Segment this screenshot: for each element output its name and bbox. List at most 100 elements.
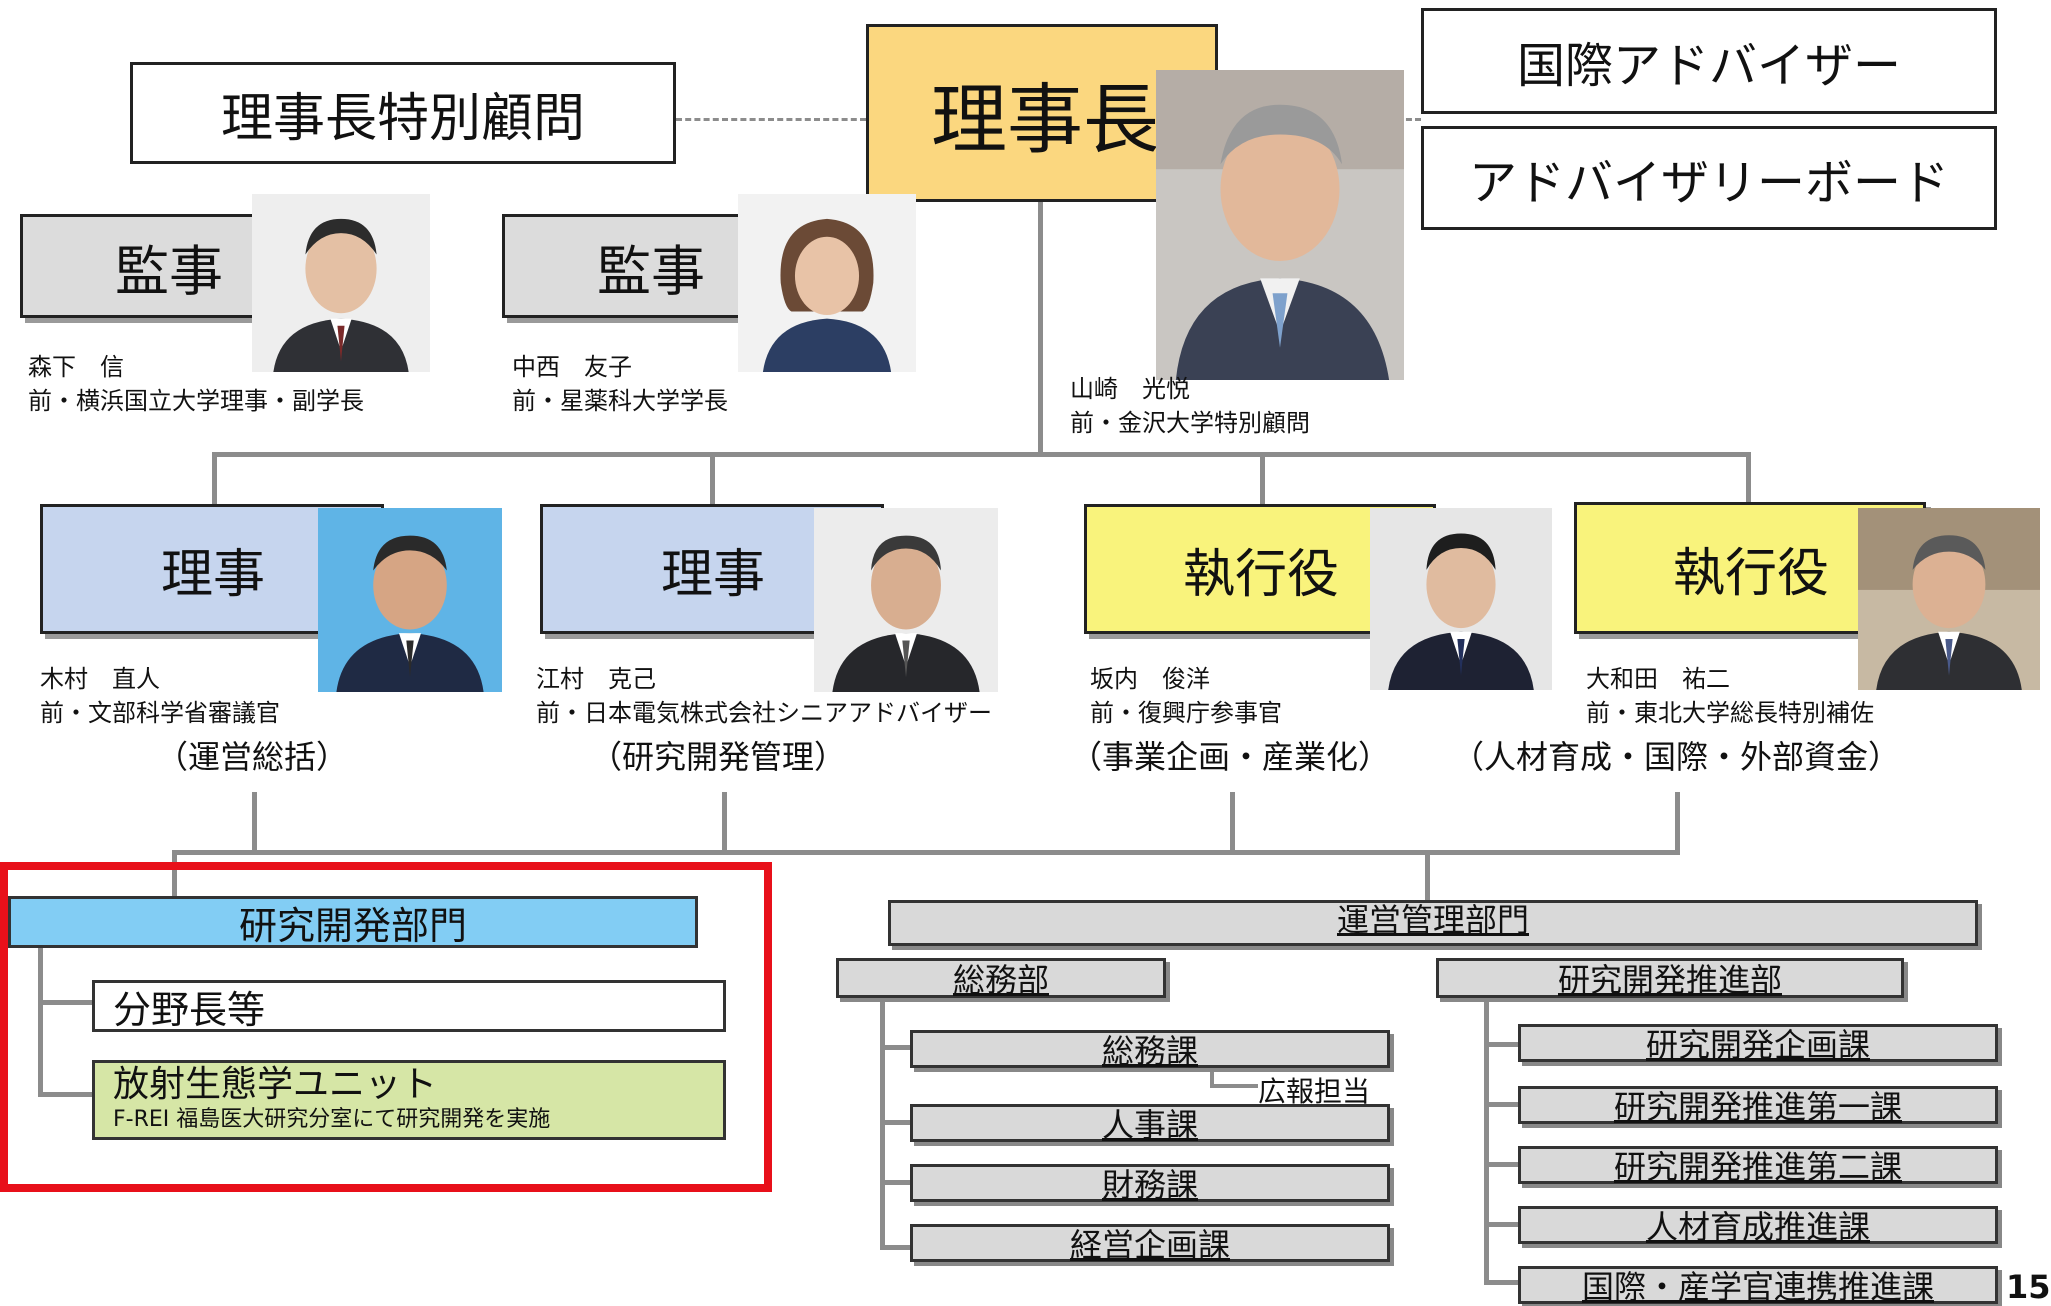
person-name: 木村 直人 bbox=[40, 665, 160, 693]
person-prev: 前・星薬科大学学長 bbox=[512, 387, 728, 415]
connector bbox=[1210, 1084, 1258, 1088]
connector bbox=[38, 1000, 93, 1005]
auditor-title: 監事 bbox=[597, 239, 705, 303]
connector bbox=[38, 945, 43, 1095]
auditor-photo-1 bbox=[252, 194, 430, 372]
section-finance: 財務課 bbox=[910, 1164, 1390, 1204]
section-label: 研究開発推進第二課 bbox=[1613, 1148, 1902, 1186]
exec-officer-info-2: 大和田 祐二 前・東北大学総長特別補佐 bbox=[1586, 662, 1874, 730]
connector bbox=[1484, 1102, 1522, 1107]
special-advisor-box: 理事長特別顧問 bbox=[130, 62, 676, 164]
director-photo-1 bbox=[318, 508, 502, 692]
research-highlight-frame bbox=[0, 862, 772, 1192]
connector bbox=[1210, 1068, 1214, 1086]
rd-promotion-dept: 研究開発推進部 bbox=[1436, 958, 1904, 999]
exec-officer-info-1: 坂内 俊洋 前・復興庁参事官 bbox=[1090, 662, 1282, 730]
connector bbox=[1484, 1162, 1522, 1167]
connector bbox=[1484, 995, 1489, 1285]
intl-advisor-box: 国際アドバイザー bbox=[1421, 8, 1997, 114]
dept-title: 研究開発推進部 bbox=[1557, 961, 1782, 999]
connector bbox=[172, 850, 177, 900]
person-prev: 前・文部科学省審議官 bbox=[40, 699, 280, 727]
director-role-2: （研究開発管理） bbox=[590, 738, 847, 776]
connector bbox=[880, 1245, 912, 1250]
research-division-title: 研究開発部門 bbox=[238, 903, 467, 948]
director-photo-2 bbox=[814, 508, 998, 692]
section-label: 研究開発企画課 bbox=[1645, 1026, 1870, 1064]
director-role-1: （運営総括） bbox=[156, 738, 349, 776]
section-rd-promotion-1: 研究開発推進第一課 bbox=[1518, 1086, 1998, 1126]
admin-division-header: 運営管理部門 bbox=[888, 900, 1978, 946]
person-name: 森下 信 bbox=[28, 353, 124, 381]
connector bbox=[710, 452, 715, 504]
section-rd-promotion-2: 研究開発推進第二課 bbox=[1518, 1146, 1998, 1186]
section-hr: 人事課 bbox=[910, 1104, 1390, 1144]
exec-officer-photo-2 bbox=[1858, 508, 2040, 690]
section-label: 研究開発推進第一課 bbox=[1613, 1088, 1902, 1126]
portrait-icon bbox=[738, 194, 916, 372]
person-prev: 前・金沢大学特別顧問 bbox=[1070, 409, 1310, 437]
section-label: 財務課 bbox=[1101, 1166, 1198, 1204]
auditor-box-1: 監事 bbox=[20, 214, 288, 318]
portrait-icon bbox=[1156, 70, 1404, 380]
dept-title: 総務部 bbox=[952, 961, 1049, 999]
field-heads-box: 分野長等 bbox=[92, 980, 726, 1032]
auditor-info-1: 森下 信 前・横浜国立大学理事・副学長 bbox=[28, 350, 364, 418]
radioecology-unit-box: 放射生態学ユニット F-REI 福島医大研究分室にて研究開発を実施 bbox=[92, 1060, 726, 1140]
chair-person-info: 山崎 光悦 前・金沢大学特別顧問 bbox=[1070, 372, 1310, 440]
auditor-box-2: 監事 bbox=[502, 214, 770, 318]
director-info-2: 江村 克己 前・日本電気株式会社シニアアドバイザー bbox=[536, 662, 992, 730]
connector bbox=[1260, 452, 1265, 504]
admin-division-title: 運営管理部門 bbox=[1336, 901, 1529, 939]
person-name: 中西 友子 bbox=[512, 353, 632, 381]
exec-officer-photo-1 bbox=[1370, 508, 1552, 690]
section-label: 国際・産学官連携推進課 bbox=[1581, 1268, 1934, 1306]
person-prev: 前・復興庁参事官 bbox=[1090, 699, 1282, 727]
person-name: 江村 克己 bbox=[536, 665, 656, 693]
chair-title: 理事長 bbox=[931, 75, 1159, 164]
section-label: 経営企画課 bbox=[1069, 1226, 1230, 1264]
connector bbox=[212, 452, 1750, 457]
auditor-info-2: 中西 友子 前・星薬科大学学長 bbox=[512, 350, 728, 418]
connector bbox=[722, 792, 727, 852]
executive-title: 理事 bbox=[661, 544, 766, 605]
executive-title: 理事 bbox=[161, 544, 266, 605]
auditor-photo-2 bbox=[738, 194, 916, 372]
pr-officer-label: 広報担当 bbox=[1258, 1075, 1371, 1108]
section-rd-planning: 研究開発企画課 bbox=[1518, 1024, 1998, 1064]
connector bbox=[1484, 1222, 1522, 1227]
advisory-board-label: アドバイザリーボード bbox=[1468, 155, 1949, 211]
person-prev: 前・横浜国立大学理事・副学長 bbox=[28, 387, 364, 415]
portrait-icon bbox=[252, 194, 430, 372]
connector bbox=[172, 850, 1680, 855]
person-prev: 前・東北大学総長特別補佐 bbox=[1586, 699, 1874, 727]
general-affairs-dept: 総務部 bbox=[836, 958, 1166, 999]
connector bbox=[880, 1045, 912, 1050]
field-heads-label: 分野長等 bbox=[113, 987, 266, 1032]
connector bbox=[1746, 452, 1751, 504]
portrait-icon bbox=[1858, 508, 2040, 690]
auditor-title: 監事 bbox=[115, 239, 223, 303]
special-advisor-label: 理事長特別顧問 bbox=[220, 88, 585, 149]
person-name: 山崎 光悦 bbox=[1070, 375, 1190, 403]
section-label: 総務課 bbox=[1101, 1032, 1198, 1070]
unit-note: F-REI 福島医大研究分室にて研究開発を実施 bbox=[113, 1107, 551, 1132]
connector bbox=[1675, 792, 1680, 852]
exec-officer-role-2: （人材育成・国際・外部資金） bbox=[1452, 738, 1901, 776]
connector bbox=[1230, 792, 1235, 852]
portrait-icon bbox=[1370, 508, 1552, 690]
advisory-board-box: アドバイザリーボード bbox=[1421, 126, 1997, 230]
executive-title: 執行役 bbox=[1673, 543, 1830, 604]
research-division-header: 研究開発部門 bbox=[8, 896, 698, 948]
section-label: 人事課 bbox=[1101, 1106, 1198, 1144]
connector bbox=[1425, 850, 1430, 902]
dashed-connector-left bbox=[676, 118, 866, 121]
connector bbox=[880, 1180, 912, 1185]
connector bbox=[880, 1120, 912, 1125]
person-name: 坂内 俊洋 bbox=[1090, 665, 1210, 693]
connector bbox=[1484, 1280, 1522, 1285]
director-info-1: 木村 直人 前・文部科学省審議官 bbox=[40, 662, 280, 730]
section-general-affairs: 総務課 bbox=[910, 1030, 1390, 1070]
page-number: 15 bbox=[2006, 1268, 2051, 1306]
section-management-planning: 経営企画課 bbox=[910, 1224, 1390, 1264]
